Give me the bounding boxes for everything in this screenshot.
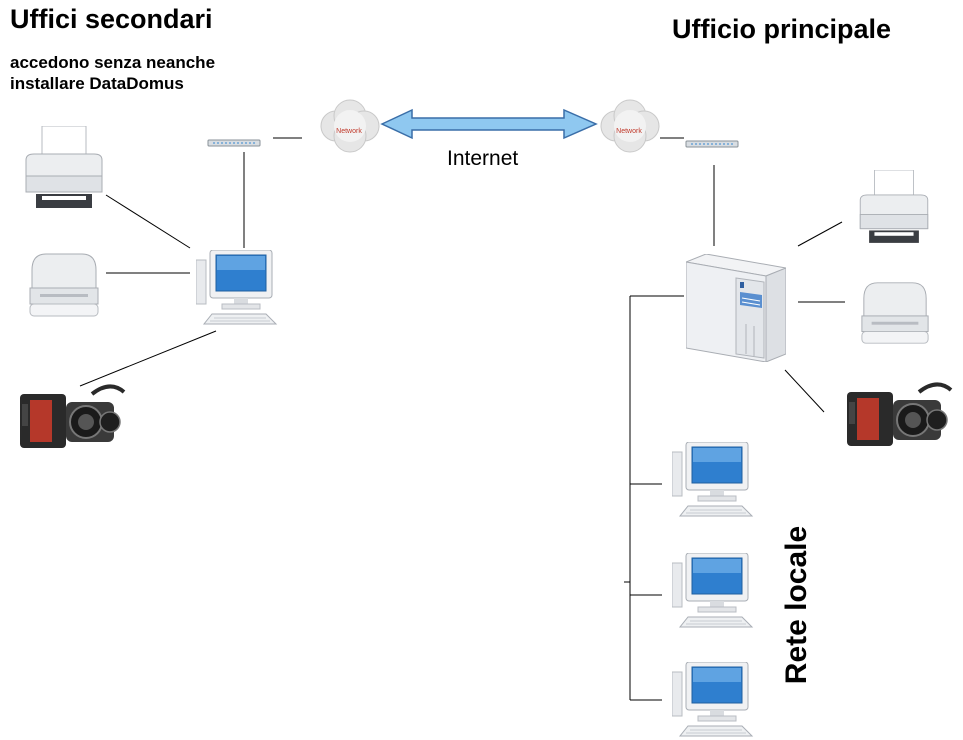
lan-computer-3-icon: [672, 662, 753, 737]
camera-left-icon: [20, 384, 126, 450]
lan-computer-1-icon: [672, 442, 753, 517]
left-connections: [79, 137, 302, 387]
printer-to-pc-line: [105, 194, 191, 249]
server-to-printer-line: [797, 221, 843, 247]
scanner-left-icon: [29, 253, 99, 317]
internet-arrow: [380, 108, 598, 140]
cloud-label-right: Network: [616, 128, 642, 135]
printer-right-icon: [859, 170, 929, 244]
server-to-camera-line: [784, 369, 825, 413]
right-connections: [624, 137, 845, 701]
lan-computer-2-icon: [672, 553, 753, 628]
secondary-offices-subtitle-line-2: installare DataDomus: [10, 74, 184, 93]
computer-left-icon: [196, 250, 277, 325]
secondary-offices-subtitle-line-1: accedono senza neanche: [10, 53, 216, 72]
server-icon: [686, 254, 786, 362]
local-network-label: Rete locale: [780, 525, 813, 685]
main-office-title: Ufficio principale: [672, 14, 892, 44]
camera-to-pc-line: [79, 330, 217, 387]
secondary-offices-title: Uffici secondari: [10, 4, 213, 34]
printer-left-icon: [25, 126, 103, 209]
scanner-right-icon: [861, 282, 929, 344]
cloud-label-left: Network: [336, 128, 362, 135]
switch-right-icon: [685, 140, 739, 148]
network-cloud-right: Network: [600, 99, 660, 153]
switch-left-icon: [207, 139, 261, 147]
network-cloud-left: Network: [320, 99, 380, 153]
camera-right-icon: [847, 384, 951, 446]
internet-label: Internet: [447, 147, 519, 170]
